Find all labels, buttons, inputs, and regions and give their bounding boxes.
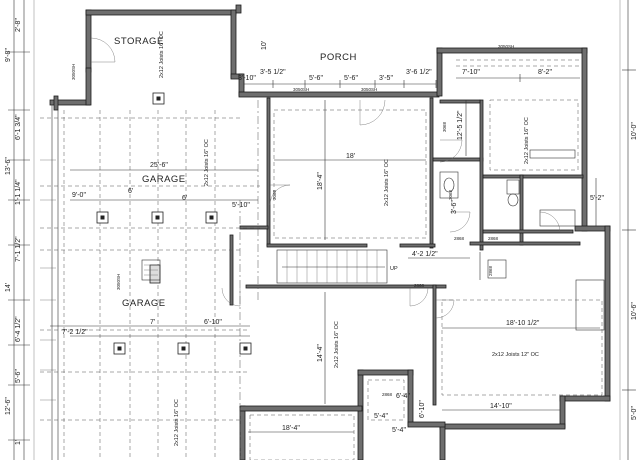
porch-dim-4: 5'-6": [344, 75, 358, 82]
right-dimension-strip: 10'-0" 10'-6" 5'-0": [619, 0, 638, 460]
left-dim-2: 2'-8": [15, 18, 22, 32]
bath-fixtures: [141, 149, 605, 331]
right-room-width-dim: 18'-10 1/2": [506, 320, 540, 327]
garage-lower-dim-3: 6'-10": [204, 319, 222, 326]
left-dim-3: 6'-1 3/4": [15, 114, 22, 140]
garage-lower-dim-2: 7': [150, 319, 155, 326]
window-code-1: 3050SH: [293, 87, 309, 92]
left-dim-6: 7'-1 1/2": [15, 236, 22, 262]
joists-garage-note: 2x12 Joists 16" OC: [204, 139, 210, 186]
dimension-lines: [50, 74, 600, 433]
joist-notes: 2x12 Joists 16" OC 2x12 Joists 16" OC 2x…: [159, 31, 539, 446]
joists-center-note: 2x12 Joists 16" OC: [384, 159, 390, 206]
door-code-1: 2868: [454, 236, 465, 241]
left-dim-10: 12'-6": [5, 397, 12, 415]
porch-dim-3: 5'-6": [309, 75, 323, 82]
left-dim-7: 14': [5, 283, 12, 292]
door-code-8: 2868: [382, 392, 393, 397]
garage-upper-label: GARAGE: [142, 174, 186, 185]
stair: UP: [276, 249, 398, 284]
exterior-walls: [49, 4, 611, 460]
garage-span-dim: 25'-6": [150, 162, 168, 169]
left-dim-1: 9'-8": [5, 48, 12, 62]
piers: [96, 92, 252, 355]
right-dim-3: 5'-0": [631, 406, 638, 420]
right-top-dim-1: 7'-10": [462, 69, 480, 76]
window-code-2: 3050SH: [361, 87, 377, 92]
porch-dim-1: 3'-10": [238, 75, 256, 82]
door-swings: [90, 37, 561, 319]
center-lower-depth-dim: 14'-4": [317, 344, 324, 362]
center-room-width-dim: 18': [346, 153, 355, 160]
right-upper-vert-dim-2: 5'-2": [590, 195, 604, 202]
window-code-5: 3050SH: [116, 274, 121, 290]
center-room-depth-dim: 18'-4": [317, 172, 324, 190]
garage-bay-dim-4: 5'-10": [232, 202, 250, 209]
bottom-step-dim-4: 5'-4": [392, 427, 406, 434]
left-dimension-strip: 9'-8" 2'-8" 6'-1 3/4" 13'-6" 1'-1 1/4" 7…: [5, 0, 35, 460]
window-code-3: 3050SH: [498, 44, 514, 49]
garage-foundation-lines: [40, 100, 260, 460]
opening-codes: 3050SH 3050SH 3050SH 3050SH 3050SH 2868 …: [71, 44, 514, 397]
joists-right-upper-note: 2x12 Joists 16" OC: [524, 117, 530, 164]
door-code-7: 3068: [448, 189, 453, 200]
porch-dim-5: 3'-5": [379, 75, 393, 82]
interior-partitions: [229, 97, 584, 406]
left-dim-4: 13'-6": [5, 157, 12, 175]
garage-bay-dim-1: 9'-0": [72, 192, 86, 199]
garage-bay-dim-2: 6': [128, 188, 133, 195]
garage-bay-dim-3: 6': [182, 195, 187, 202]
stair-up-label: UP: [390, 266, 398, 272]
right-top-dim-2: 8'-2": [538, 69, 552, 76]
dimension-labels: 10' 3'-10" 3'-5 1/2" 5'-6" 5'-6" 3'-5" 3…: [62, 41, 604, 434]
window-code-4: 3050SH: [71, 64, 76, 80]
joists-bottom-left-note: 2x12 Joists 16" OC: [174, 399, 180, 446]
joists-storage-note: 2x12 Joists 16" OC: [159, 31, 165, 78]
right-dim-1: 10'-0": [631, 122, 638, 140]
porch-dim-6: 3'-6 1/2": [406, 69, 432, 76]
storage-width-dim: 10': [261, 41, 268, 50]
dashed-outlines: [249, 59, 603, 460]
right-room-lower-dim: 14'-10": [490, 403, 512, 410]
door-code-6: 3068: [442, 121, 447, 132]
joists-right-lower-note: 2x12 Joists 12" OC: [492, 352, 539, 358]
porch-dim-2: 3'-5 1/2": [260, 69, 286, 76]
door-code-2: 3068: [272, 189, 277, 200]
door-code-5: 2868: [488, 265, 493, 276]
garage-lower-label: GARAGE: [122, 298, 166, 309]
right-dim-2: 10'-6": [631, 302, 638, 320]
left-dim-5: 1'-1 1/4": [15, 179, 22, 205]
left-dim-11: 1': [15, 440, 22, 445]
bottom-step-dim-2: 6'-4": [396, 393, 410, 400]
storage-label: STORAGE: [114, 36, 164, 47]
left-dim-9: 5'-6": [15, 369, 22, 383]
room-labels: STORAGE PORCH GARAGE GARAGE: [114, 36, 357, 309]
bottom-left-dim: 18'-4": [282, 425, 300, 432]
door-code-3: 2868: [488, 236, 499, 241]
stair-offset-dim: 4'-2 1/2": [412, 251, 438, 258]
bottom-step-dim-1: 5'-4": [374, 413, 388, 420]
door-code-4: 2868: [414, 283, 425, 288]
garage-lower-dim-1: 7'-2 1/2": [62, 329, 88, 336]
porch-label: PORCH: [320, 52, 357, 63]
left-dim-8: 6'-4 1/2": [15, 316, 22, 342]
right-upper-vert-dim-1: 12'-5 1/2": [457, 110, 464, 140]
bottom-step-dim-3: 6'-10": [419, 400, 426, 418]
bath-small-dim: 3'-6": [451, 200, 458, 214]
joists-lower-center-note: 2x12 Joists 16" OC: [334, 321, 340, 368]
